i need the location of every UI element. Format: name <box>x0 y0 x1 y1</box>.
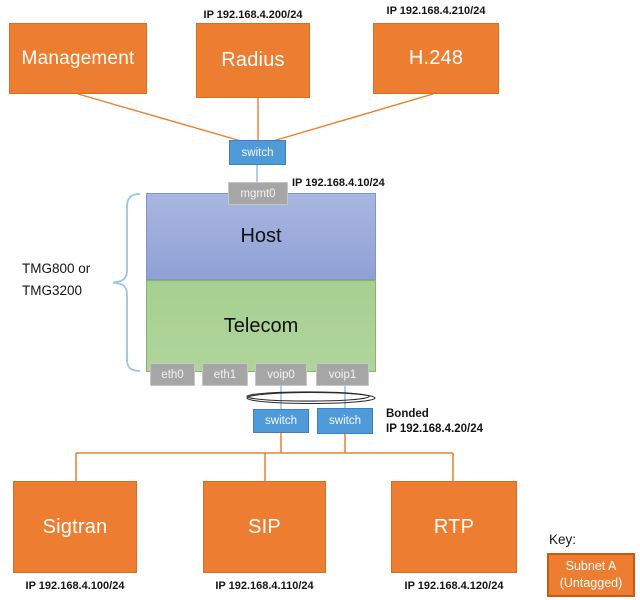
bond-switch-left: switch <box>253 409 309 433</box>
node-sip: SIP <box>203 481 326 573</box>
radius-ip-label: IP 192.168.4.200/24 <box>203 9 303 21</box>
sip-ip-label: IP 192.168.4.110/24 <box>215 580 314 592</box>
port-voip0: voip0 <box>255 363 307 386</box>
link-management-to-switch <box>77 93 242 142</box>
port-eth0-label: eth0 <box>161 368 184 381</box>
device-model-line2: TMG3200 <box>22 283 83 298</box>
port-eth0: eth0 <box>150 363 195 386</box>
port-eth1-label: eth1 <box>213 368 237 381</box>
node-management-label: Management <box>21 47 135 69</box>
port-voip1: voip1 <box>316 363 369 386</box>
node-sigtran: Sigtran <box>13 481 137 573</box>
management-switch: switch <box>229 140 286 165</box>
key-subnet-a-line1: Subnet A <box>565 559 617 573</box>
bond-note-line2: IP 192.168.4.20/24 <box>386 423 483 435</box>
bond-switch-right-label: switch <box>329 415 361 427</box>
node-management: Management <box>9 23 147 94</box>
rtp-ip-label: IP 192.168.4.120/24 <box>404 580 504 592</box>
management-switch-label: switch <box>241 146 274 159</box>
bond-switch-left-label: switch <box>265 415 297 427</box>
port-voip1-label: voip1 <box>328 368 357 381</box>
device-model-line1: TMG800 or <box>22 261 91 276</box>
node-sigtran-label: Sigtran <box>42 515 108 538</box>
device-host-label: Host <box>240 225 282 247</box>
mgmt0-ip-label: IP 192.168.4.10/24 <box>292 177 385 189</box>
node-radius: Radius <box>196 23 310 98</box>
bond-note-line1: Bonded <box>386 408 429 420</box>
device-brace-icon <box>112 193 141 372</box>
bond-switch-right: switch <box>317 408 373 434</box>
port-mgmt0: mgmt0 <box>228 182 288 205</box>
h248-ip-label: IP 192.168.4.210/24 <box>386 5 486 17</box>
device-telecom-label: Telecom <box>223 314 299 337</box>
node-rtp-label: RTP <box>433 515 475 538</box>
node-sip-label: SIP <box>248 515 281 538</box>
sigtran-ip-label: IP 192.168.4.100/24 <box>25 580 125 592</box>
port-eth1: eth1 <box>202 363 248 386</box>
device-model-label: TMG800 or TMG3200 <box>22 258 90 302</box>
bond-note: Bonded IP 192.168.4.20/24 <box>386 407 483 437</box>
node-rtp: RTP <box>391 481 517 573</box>
device-host-section: Host <box>146 193 376 280</box>
key-subnet-a-line2: (Untagged) <box>559 576 623 590</box>
device-telecom-section: Telecom <box>146 280 376 372</box>
key-subnet-a-swatch: Subnet A (Untagged) <box>547 553 635 597</box>
node-h248-label: H.248 <box>408 47 464 69</box>
bond-ellipse-outer-icon <box>246 391 376 405</box>
link-h248-to-switch <box>272 93 434 142</box>
port-mgmt0-label: mgmt0 <box>240 187 276 200</box>
key-title: Key: <box>549 532 577 547</box>
node-radius-label: Radius <box>221 49 285 71</box>
node-h248: H.248 <box>373 23 499 94</box>
port-voip0-label: voip0 <box>267 368 295 381</box>
bond-ellipse-icon <box>246 391 370 402</box>
